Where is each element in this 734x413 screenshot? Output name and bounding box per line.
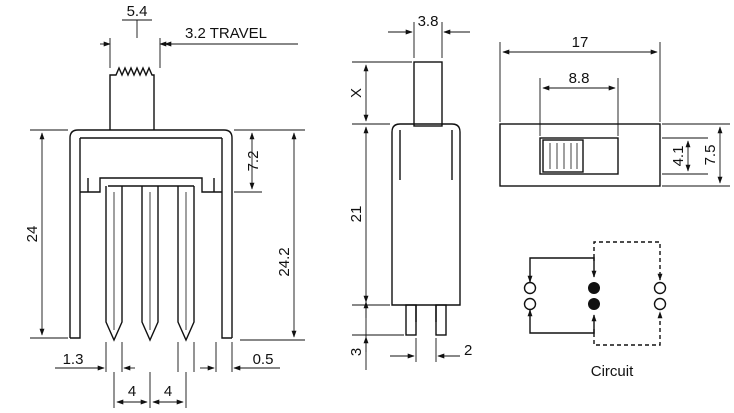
circuit-left-contact-bottom: [523, 297, 537, 311]
side-view: 3.8 X 21 3 2: [348, 13, 472, 370]
dim-top-slot-height: 4.1: [670, 146, 687, 167]
dim-front-left-offset: 1.3: [63, 351, 84, 368]
circuit-common-contact-bottom: [588, 298, 600, 310]
side-pin-right: [435, 304, 447, 336]
dim-front-body-height: 7.2: [245, 151, 262, 172]
dim-top-width: 17: [572, 34, 589, 51]
side-knob: [413, 61, 443, 127]
dim-side-knob-width: 3.8: [418, 13, 439, 30]
circuit-common-contact-top: [588, 282, 600, 294]
top-actuator: [542, 139, 584, 173]
top-body: [499, 123, 661, 187]
front-pin-1: [105, 186, 123, 342]
side-body: [391, 123, 461, 306]
dim-pin-pitch-2: 4: [164, 383, 172, 400]
dim-front-height: 24: [24, 226, 41, 243]
dim-side-knob-height: X: [348, 88, 365, 98]
dim-front-knob-width: 5.4: [127, 3, 148, 20]
front-pin-2: [141, 186, 159, 342]
dim-top-slot-width: 8.8: [569, 70, 590, 87]
dim-front-leg-height: 24.2: [276, 247, 293, 276]
circuit-label: Circuit: [591, 363, 634, 380]
dim-front-right-offset: 0.5: [253, 351, 274, 368]
dim-side-pin-length: 3: [348, 348, 365, 356]
front-view: 5.4 3.2 TRAVEL 24 7.2 24.2 1.3: [24, 3, 305, 408]
front-body: [69, 129, 233, 338]
front-knob: [109, 66, 155, 130]
dim-pin-pitch-1: 4: [128, 383, 136, 400]
dim-side-pin-width: 2: [464, 342, 472, 359]
dim-travel: 3.2 TRAVEL: [185, 25, 267, 42]
circuit-right-contact-bottom: [653, 297, 667, 311]
top-slot: [539, 137, 619, 175]
front-pin-3: [177, 186, 195, 342]
top-view: 17 8.8 4.1 7.5: [499, 34, 730, 187]
circuit-right-contact-top: [653, 281, 667, 295]
dim-top-height: 7.5: [702, 145, 719, 166]
circuit-diagram: Circuit: [523, 241, 667, 380]
circuit-left-contact-top: [523, 281, 537, 295]
side-pin-left: [405, 304, 417, 336]
dim-side-body-height: 21: [348, 206, 365, 223]
